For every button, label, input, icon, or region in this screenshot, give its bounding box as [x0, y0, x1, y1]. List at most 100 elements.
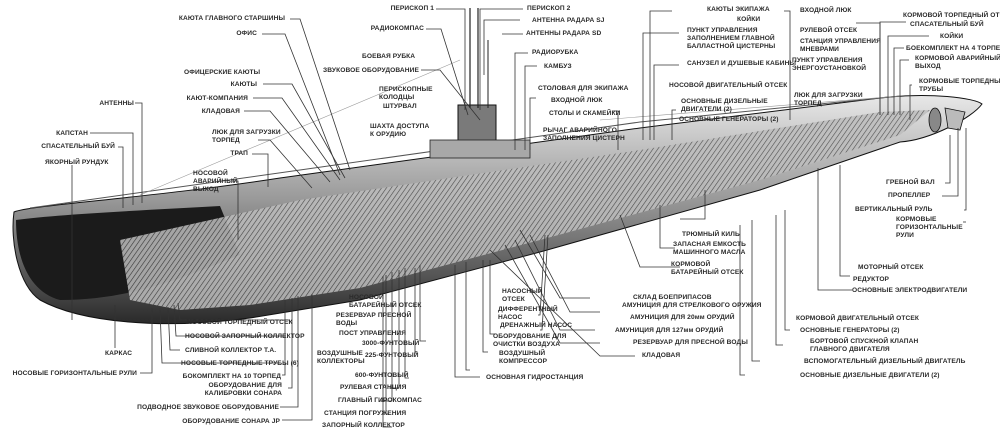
propeller-shape: [928, 107, 942, 133]
label-punkt-upr-ballast: ПУНКТ УПРАВЛЕНИЯ ЗАПОЛНЕНИЕМ ГЛАВНОЙ БАЛ…: [687, 27, 776, 50]
label-nosovye-gorizont-ruli: НОСОВЫЕ ГОРИЗОНТАЛЬНЫЕ РУЛИ: [12, 370, 137, 377]
label-post-upravleniya: ПОСТ УПРАВЛЕНИЯ: [339, 330, 407, 337]
antenna-wire: [139, 59, 461, 196]
label-zaporny-kollektor: ЗАПОРНЫЙ КОЛЛЕКТОР: [322, 422, 405, 429]
label-spasatelny-buy-korma: СПАСАТЕЛЬНЫЙ БУЙ: [910, 21, 984, 28]
label-amunitsiya-127mm: АМУНИЦИЯ ДЛЯ 127мм ОРУДИЙ: [615, 327, 724, 334]
label-antenna-radara-sj: АНТЕННА РАДАРА SJ: [532, 17, 605, 24]
label-osnovnaya-gidrostantsiya: ОСНОВНАЯ ГИДРОСТАНЦИЯ: [486, 374, 584, 381]
label-kormovoy-avariyny-vykhod: КОРМОВОЙ АВАРИЙНЫЙ ВЫХОД: [915, 55, 1000, 70]
label-koyki-1: КОЙКИ: [737, 16, 761, 23]
label-nosovoy-batareyny: НОСОВОЙ БАТАРЕЙНЫЙ ОТСЕК: [349, 294, 422, 309]
label-vozdushnye-kollektory: ВОЗДУШНЫЕ КОЛЛЕКТОРЫ: [317, 350, 365, 365]
label-osn-elektrodvigateli: ОСНОВНЫЕ ЭЛЕКТРОДВИГАТЕЛИ: [852, 287, 968, 294]
label-osn-dizel-dvig-bottom: ОСНОВНЫЕ ДИЗЕЛЬНЫЕ ДВИГАТЕЛИ (2): [800, 372, 940, 379]
label-periskop-2: ПЕРИСКОП 2: [527, 5, 571, 12]
label-nosovoy-torpedny-otsek: НОСОВОЙ ТОРПЕДНЫЙ ОТСЕК: [187, 319, 293, 326]
label-glavny-girokompas: ГЛАВНЫЙ ГИРОКОМПАС: [338, 397, 422, 404]
label-oborudovanie-sonara-jp: ОБОРУДОВАНИЕ СОНАРА JP: [182, 418, 280, 425]
label-kormovye-gorizont-ruli: КОРМОВЫЕ ГОРИЗОНТАЛЬНЫЕ РУЛИ: [896, 216, 963, 239]
label-vozdushny-kompressor: ВОЗДУШНЫЙ КОМПРЕССОР: [499, 350, 548, 365]
label-vertikalny-rul: ВЕРТИКАЛЬНЫЙ РУЛЬ: [855, 206, 933, 213]
label-sanuzel: САНУЗЕЛ И ДУШЕВЫЕ КАБИНЫ: [687, 60, 797, 67]
label-vkhodnoy-lyuk-1: ВХОДНОЙ ЛЮК: [551, 97, 603, 104]
label-oborudovanie-kalibrovki: ОБОРУДОВАНИЕ ДЛЯ КАЛИБРОВКИ СОНАРА: [204, 382, 282, 397]
label-kambuz: КАМБУЗ: [544, 63, 572, 70]
label-antenny-radara-sd: АНТЕННЫ РАДАРА SD: [526, 30, 602, 37]
label-rezervuar-presnoy-vody-1: РЕЗЕРВУАР ПРЕСНОЙ ВОДЫ: [336, 312, 412, 327]
label-koyki-2: КОЙКИ: [940, 33, 964, 40]
label-nosovye-torpednye-truby: НОСОВЫЕ ТОРПЕДНЫЕ ТРУБЫ (6): [181, 360, 299, 367]
label-vkhodnoy-lyuk-2: ВХОДНОЙ ЛЮК: [800, 7, 852, 14]
label-kayuty: КАЮТЫ: [230, 81, 257, 88]
label-lyuk-zagruzki-torped-nos: ЛЮК ДЛЯ ЗАГРУЗКИ ТОРПЕД: [212, 129, 281, 144]
label-kormovoy-dvig-otsek: КОРМОВОЙ ДВИГАТЕЛЬНЫЙ ОТСЕК: [796, 315, 919, 322]
label-nasosny-otsek: НАСОСНЫЙ ОТСЕК: [502, 288, 543, 303]
label-ofitserskie-kayuty: ОФИЦЕРСКИЕ КАЮТЫ: [184, 69, 261, 76]
label-zapasnaya-emkost: ЗАПАСНАЯ ЕМКОСТЬ МАШИННОГО МАСЛА: [673, 241, 747, 256]
label-zvukovoe-oborudovanie: ЗВУКОВОЕ ОБОРУДОВАНИЕ: [323, 67, 419, 74]
label-stoly-i-skameyki: СТОЛЫ И СКАМЕЙКИ: [549, 110, 621, 117]
label-kayuty-ekipazha: КАЮТЫ ЭКИПАЖА: [707, 6, 770, 13]
label-differentny-nasos: ДИФФЕРЕНТНЫЙ НАСОС: [498, 306, 558, 321]
label-bortovoy-klapan: БОРТОВОЙ СПУСКНОЙ КЛАПАН ГЛАВНОГО ДВИГАТ…: [810, 338, 919, 353]
label-oborudovanie-ochistki: ОБОРУДОВАНИЕ ДЛЯ ОЧИСТКИ ВОЗДУХА: [493, 333, 567, 348]
label-yakorny-rundyk: ЯКОРНЫЙ РУНДУК: [45, 159, 109, 166]
label-shakhta-dostupa: ШАХТА ДОСТУПА К ОРУДИЮ: [370, 123, 430, 138]
label-kormovoy-torpedny-otsek: КОРМОВОЙ ТОРПЕДНЫЙ ОТСЕК: [903, 12, 1000, 19]
label-rezervuar-presnoy-vody-2: РЕЗЕРВУАР ДЛЯ ПРЕСНОЙ ВОДЫ: [633, 339, 748, 346]
label-osn-dizel-dvig-top: ОСНОВНЫЕ ДИЗЕЛЬНЫЕ ДВИГАТЕЛИ (2): [681, 98, 768, 113]
label-ofis: ОФИС: [236, 30, 257, 37]
label-shturval: ШТУРВАЛ: [383, 103, 417, 110]
label-trap: ТРАП: [230, 150, 248, 157]
label-slivnoy-kollektor: СЛИВНОЙ КОЛЛЕКТОР Т.А.: [185, 347, 277, 354]
label-rulevaya-stantsiya: РУЛЕВАЯ СТАНЦИЯ: [340, 384, 407, 391]
label-karkas: КАРКАС: [105, 350, 133, 357]
label-stantsiya-upr-manevrami: СТАНЦИЯ УПРАВЛЕНИЯ МНЕВРАМИ: [800, 38, 881, 53]
label-kayut-kompaniya: КАЮТ-КОМПАНИЯ: [186, 95, 248, 102]
label-boekomplekt-10: БОКОМПЛЕКТ НА 10 ТОРПЕД: [182, 373, 281, 380]
label-boevaya-rubka: БОЕВАЯ РУБКА: [362, 53, 416, 60]
label-f600: 600-ФУНТОВЫЙ: [355, 372, 409, 379]
label-f225: 225-ФУНТОВЫЙ: [365, 352, 419, 359]
label-amunitsiya-20mm: АМУНИЦИЯ ДЛЯ 20мм ОРУДИЙ: [630, 314, 735, 321]
label-lyuk-zagruzki-torped-korma: ЛЮК ДЛЯ ЗАГРУЗКИ ТОРПЕД: [794, 92, 863, 107]
label-kormovye-torpednye-truby: КОРМОВЫЕ ТОРПЕДНЫЕ ТРУБЫ: [919, 78, 1000, 93]
stern-rudder-shape: [944, 107, 966, 131]
label-reduktor: РЕДУКТОР: [853, 276, 890, 283]
label-podvodnoe-zvukovoe: ПОДВОДНОЕ ЗВУКОВОЕ ОБОРУДОВАНИЕ: [137, 404, 279, 411]
label-boekomplekt-4: БОЕКОМПЛЕКТ НА 4 ТОРПЕДЫ: [906, 45, 1000, 52]
label-grebnoy-val: ГРЕБНОЙ ВАЛ: [886, 179, 935, 186]
label-kayuta-glavnogo-starshiny: КАЮТА ГЛАВНОГО СТАРШИНЫ: [178, 15, 285, 22]
label-radiokompas: РАДИОКОМПАС: [370, 25, 424, 32]
label-punkt-upr-energo: ПУНКТ УПРАВЛЕНИЯ ЭНЕРГОУСТАНОВКОЙ: [792, 57, 867, 72]
label-rychag-avariynogo: РЫЧАГ АВАРИЙНОГО ЗАПОЛНЕНИЯ ЦИСТЕРН: [543, 127, 625, 142]
label-sklad-boepripasov: СКЛАД БОЕПРИПАСОВ: [633, 294, 712, 301]
label-nosovoy-avariyny-vykhod: НОСОВОЙ АВАРИЙНЫЙ ВЫХОД: [193, 170, 238, 193]
label-radiorubka: РАДИОРУБКА: [532, 49, 579, 56]
label-nosovoy-dvig-otsek: НОСОВОЙ ДВИГАТЕЛЬНЫЙ ОТСЕК: [669, 82, 788, 89]
leader-lines: [71, 8, 967, 428]
label-vspomogatelny-dizel: ВСПОМОГАТЕЛЬНЫЙ ДИЗЕЛЬНЫЙ ДВИГАТЕЛЬ: [804, 358, 966, 365]
label-periskopnye-kolodtsy: ПЕРИСКОПНЫЕ КОЛОДЦЫ: [379, 86, 433, 101]
label-spasatelny-buy-nos: СПАСАТЕЛЬНЫЙ БУЙ: [41, 143, 115, 150]
label-amunitsiya-strelkovogo: АМУНИЦИЯ ДЛЯ СТРЕЛКОВОГО ОРУЖИЯ: [622, 302, 762, 309]
label-f3000: 3000-ФУНТОВЫЙ: [362, 340, 420, 347]
label-nosovoy-zaporny-kollektor: НОСОВОЙ ЗАПОРНЫЙ КОЛЛЕКТОР: [185, 333, 305, 340]
label-kladovaya-bottom: КЛАДОВАЯ: [642, 352, 681, 359]
label-kladovaya-top: КЛАДОВАЯ: [201, 108, 240, 115]
label-antenny: АНТЕННЫ: [99, 100, 134, 107]
label-osn-generatory-top: ОСНОВНЫЕ ГЕНЕРАТОРЫ (2): [679, 116, 779, 123]
label-kormovoy-batareyny: КОРМОВОЙ БАТАРЕЙНЫЙ ОТСЕК: [671, 261, 744, 276]
label-osn-generatory-bottom: ОСНОВНЫЕ ГЕНЕРАТОРЫ (2): [800, 327, 900, 334]
label-tryumny-kil: ТРЮМНЫЙ КИЛЬ: [682, 231, 740, 238]
label-stantsiya-pogruzheniya: СТАНЦИЯ ПОГРУЖЕНИЯ: [324, 410, 407, 417]
interior-cutaway: [120, 110, 930, 310]
label-propeller: ПРОПЕЛЛЕР: [888, 192, 931, 199]
label-rulevoy-otsek: РУЛЕВОЙ ОТСЕК: [800, 27, 858, 34]
label-periskop-1: ПЕРИСКОП 1: [390, 5, 434, 12]
label-drenazhny-nasos: ДРЕНАЖНЫЙ НАСОС: [500, 322, 573, 329]
label-stolovaya: СТОЛОВАЯ ДЛЯ ЭКИПАЖА: [538, 85, 629, 92]
